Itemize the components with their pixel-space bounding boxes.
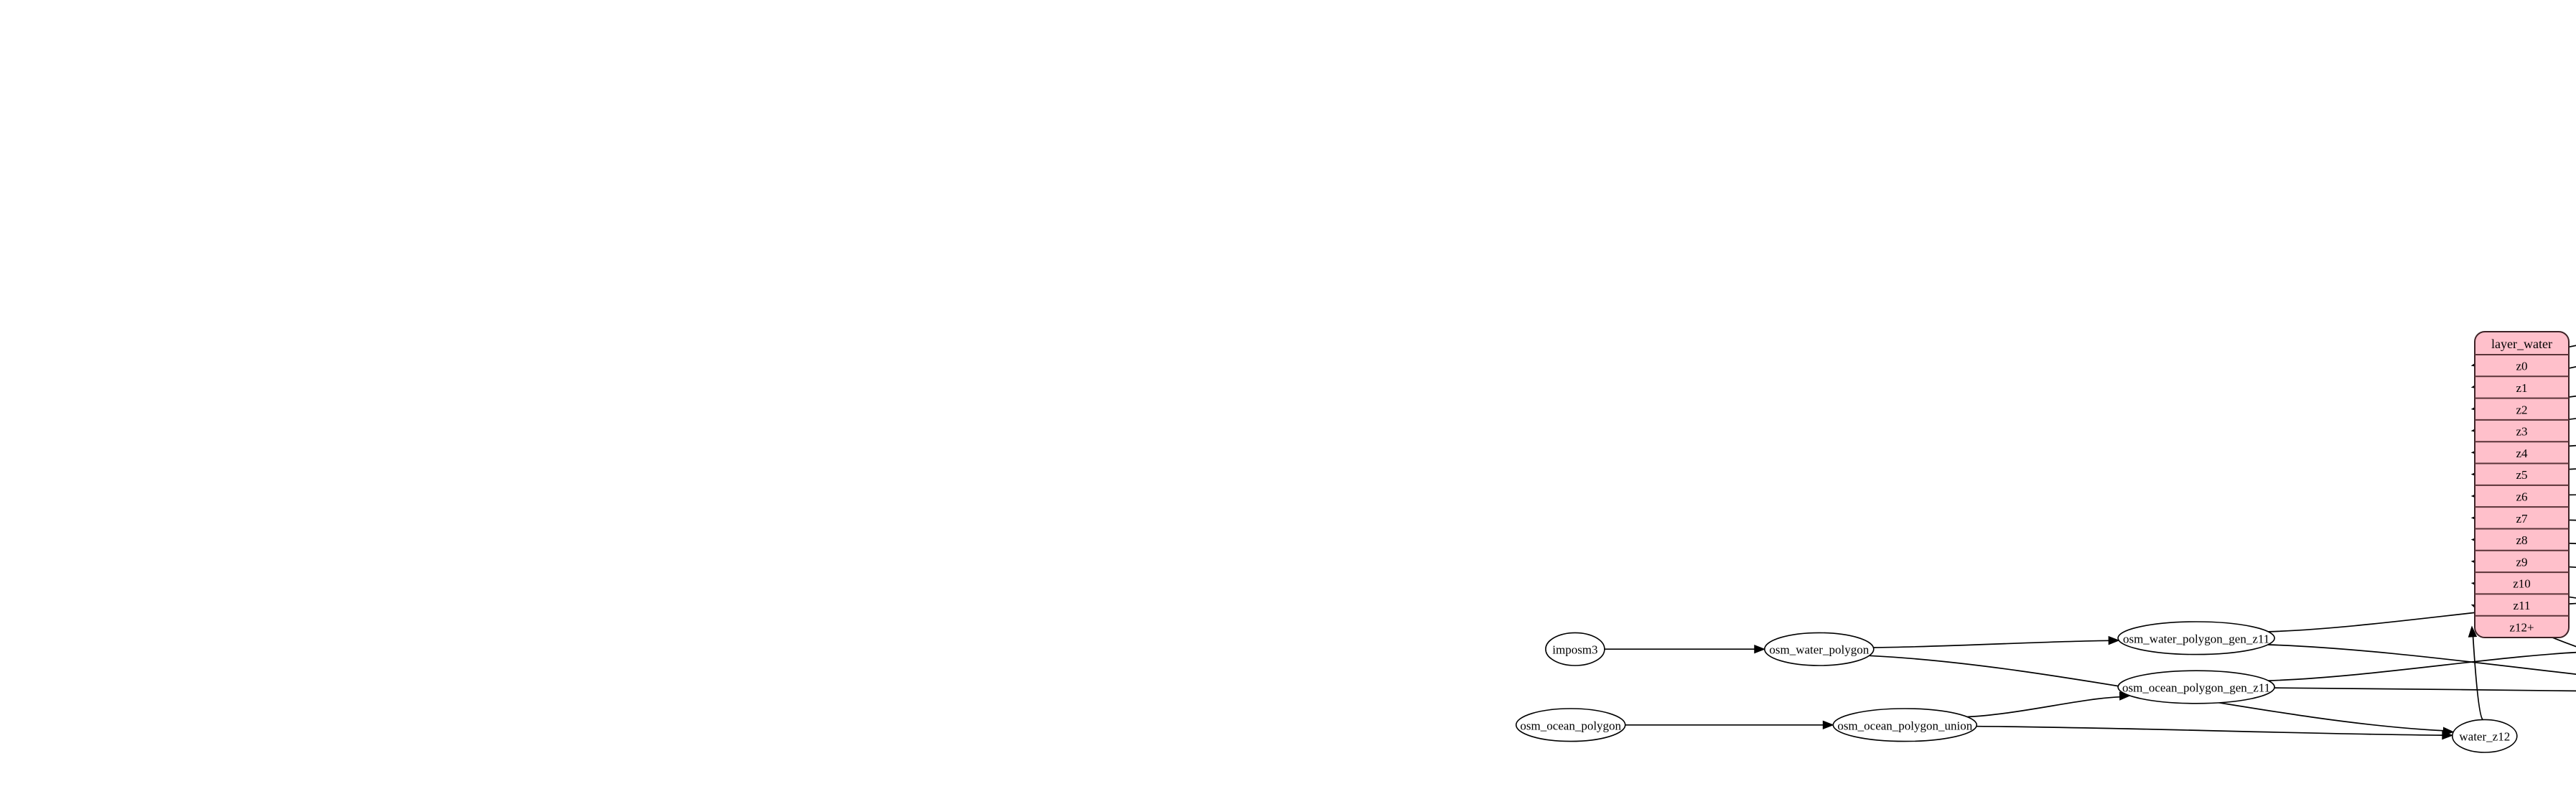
node-label: imposm3 (1552, 643, 1597, 657)
edge-osm_ocean_polygon_union-to-water_z12 (1976, 725, 2443, 736)
node-shape (1545, 632, 1605, 666)
node-label: water_z12 (2459, 730, 2510, 744)
edge-arrowhead (2108, 635, 2120, 645)
legend-row-z1[interactable]: z1 (2516, 381, 2527, 395)
graph-node-imposm3[interactable]: imposm3 (1545, 632, 1605, 666)
legend-row-z12plus[interactable]: z12+ (2509, 620, 2534, 634)
legend-table[interactable]: layer_water z0 z1 z2 z3 z4 z5 z6 z7 z8 z9 z10 z11 z12… (2474, 331, 2570, 638)
legend-row-z10[interactable]: z10 (2513, 577, 2531, 591)
edge-osm_water_polygon-to-osm_water_polygon_gen_z11 (1873, 640, 2110, 648)
edge-osm_ocean_polygon_gen_z11-to-osm_ocean_polygon_gen_z10 (2268, 651, 2576, 681)
legend-title: layer_water (2491, 337, 2552, 351)
legend-row-z4[interactable]: z4 (2516, 447, 2528, 460)
nodes-layer: ne_110m_oceanne_110m_ocean_gen_z1ne_110m… (1515, 621, 2518, 753)
node-label: osm_ocean_polygon_union (1837, 719, 1972, 732)
graph-node-osm_ocean_polygon_union[interactable]: osm_ocean_polygon_union (1832, 708, 1978, 742)
node-label: osm_ocean_polygon (1520, 719, 1621, 732)
edge-osm_ocean_polygon_union-to-osm_ocean_polygon_gen_z11 (1967, 696, 2121, 718)
legend-row-z6[interactable]: z6 (2516, 490, 2527, 504)
legend-row-z3[interactable]: z3 (2516, 425, 2527, 439)
legend-row-z11[interactable]: z11 (2514, 599, 2531, 612)
edge-water_z12-to-layer_water-z12plus (2472, 635, 2483, 721)
node-shape (1515, 708, 1626, 742)
node-shape (2452, 719, 2518, 753)
graph-node-osm_ocean_polygon[interactable]: osm_ocean_polygon (1515, 708, 1626, 742)
legend-row-z0[interactable]: z0 (2516, 360, 2527, 373)
node-shape (2117, 670, 2275, 704)
graph-node-osm_water_polygon_gen_z11[interactable]: osm_water_polygon_gen_z11 (2117, 621, 2275, 655)
edge-water_z0-to-layer_water-z0 (2481, 345, 2576, 365)
edge-arrowhead (1754, 644, 1766, 654)
edge-arrowhead (1822, 720, 1834, 730)
node-shape (1832, 708, 1978, 742)
legend-row-z2[interactable]: z2 (2516, 403, 2527, 416)
node-label: osm_water_polygon_gen_z11 (2123, 632, 2269, 645)
edge-arrowhead (2442, 730, 2454, 740)
edge-osm_water_polygon_gen_z11-to-water_z11 (2267, 644, 2576, 675)
graph-node-osm_water_polygon[interactable]: osm_water_polygon (1764, 632, 1875, 666)
edge-osm_ocean_polygon_gen_z11-to-water_z11 (2274, 687, 2576, 692)
edge-arrowhead (2468, 625, 2478, 638)
edges-layer (1604, 345, 2576, 740)
legend-row-z9[interactable]: z9 (2516, 555, 2527, 569)
node-label: osm_water_polygon (1769, 643, 1869, 657)
node-shape (2117, 621, 2275, 655)
legend-row-z7[interactable]: z7 (2516, 512, 2528, 526)
node-shape (1764, 632, 1875, 666)
graph-node-water_z12[interactable]: water_z12 (2452, 719, 2518, 753)
legend-row-z5[interactable]: z5 (2516, 468, 2527, 482)
graph-node-osm_ocean_polygon_gen_z11[interactable]: osm_ocean_polygon_gen_z11 (2117, 670, 2275, 704)
legend-row-z8[interactable]: z8 (2516, 533, 2527, 547)
node-label: osm_ocean_polygon_gen_z11 (2122, 681, 2270, 695)
